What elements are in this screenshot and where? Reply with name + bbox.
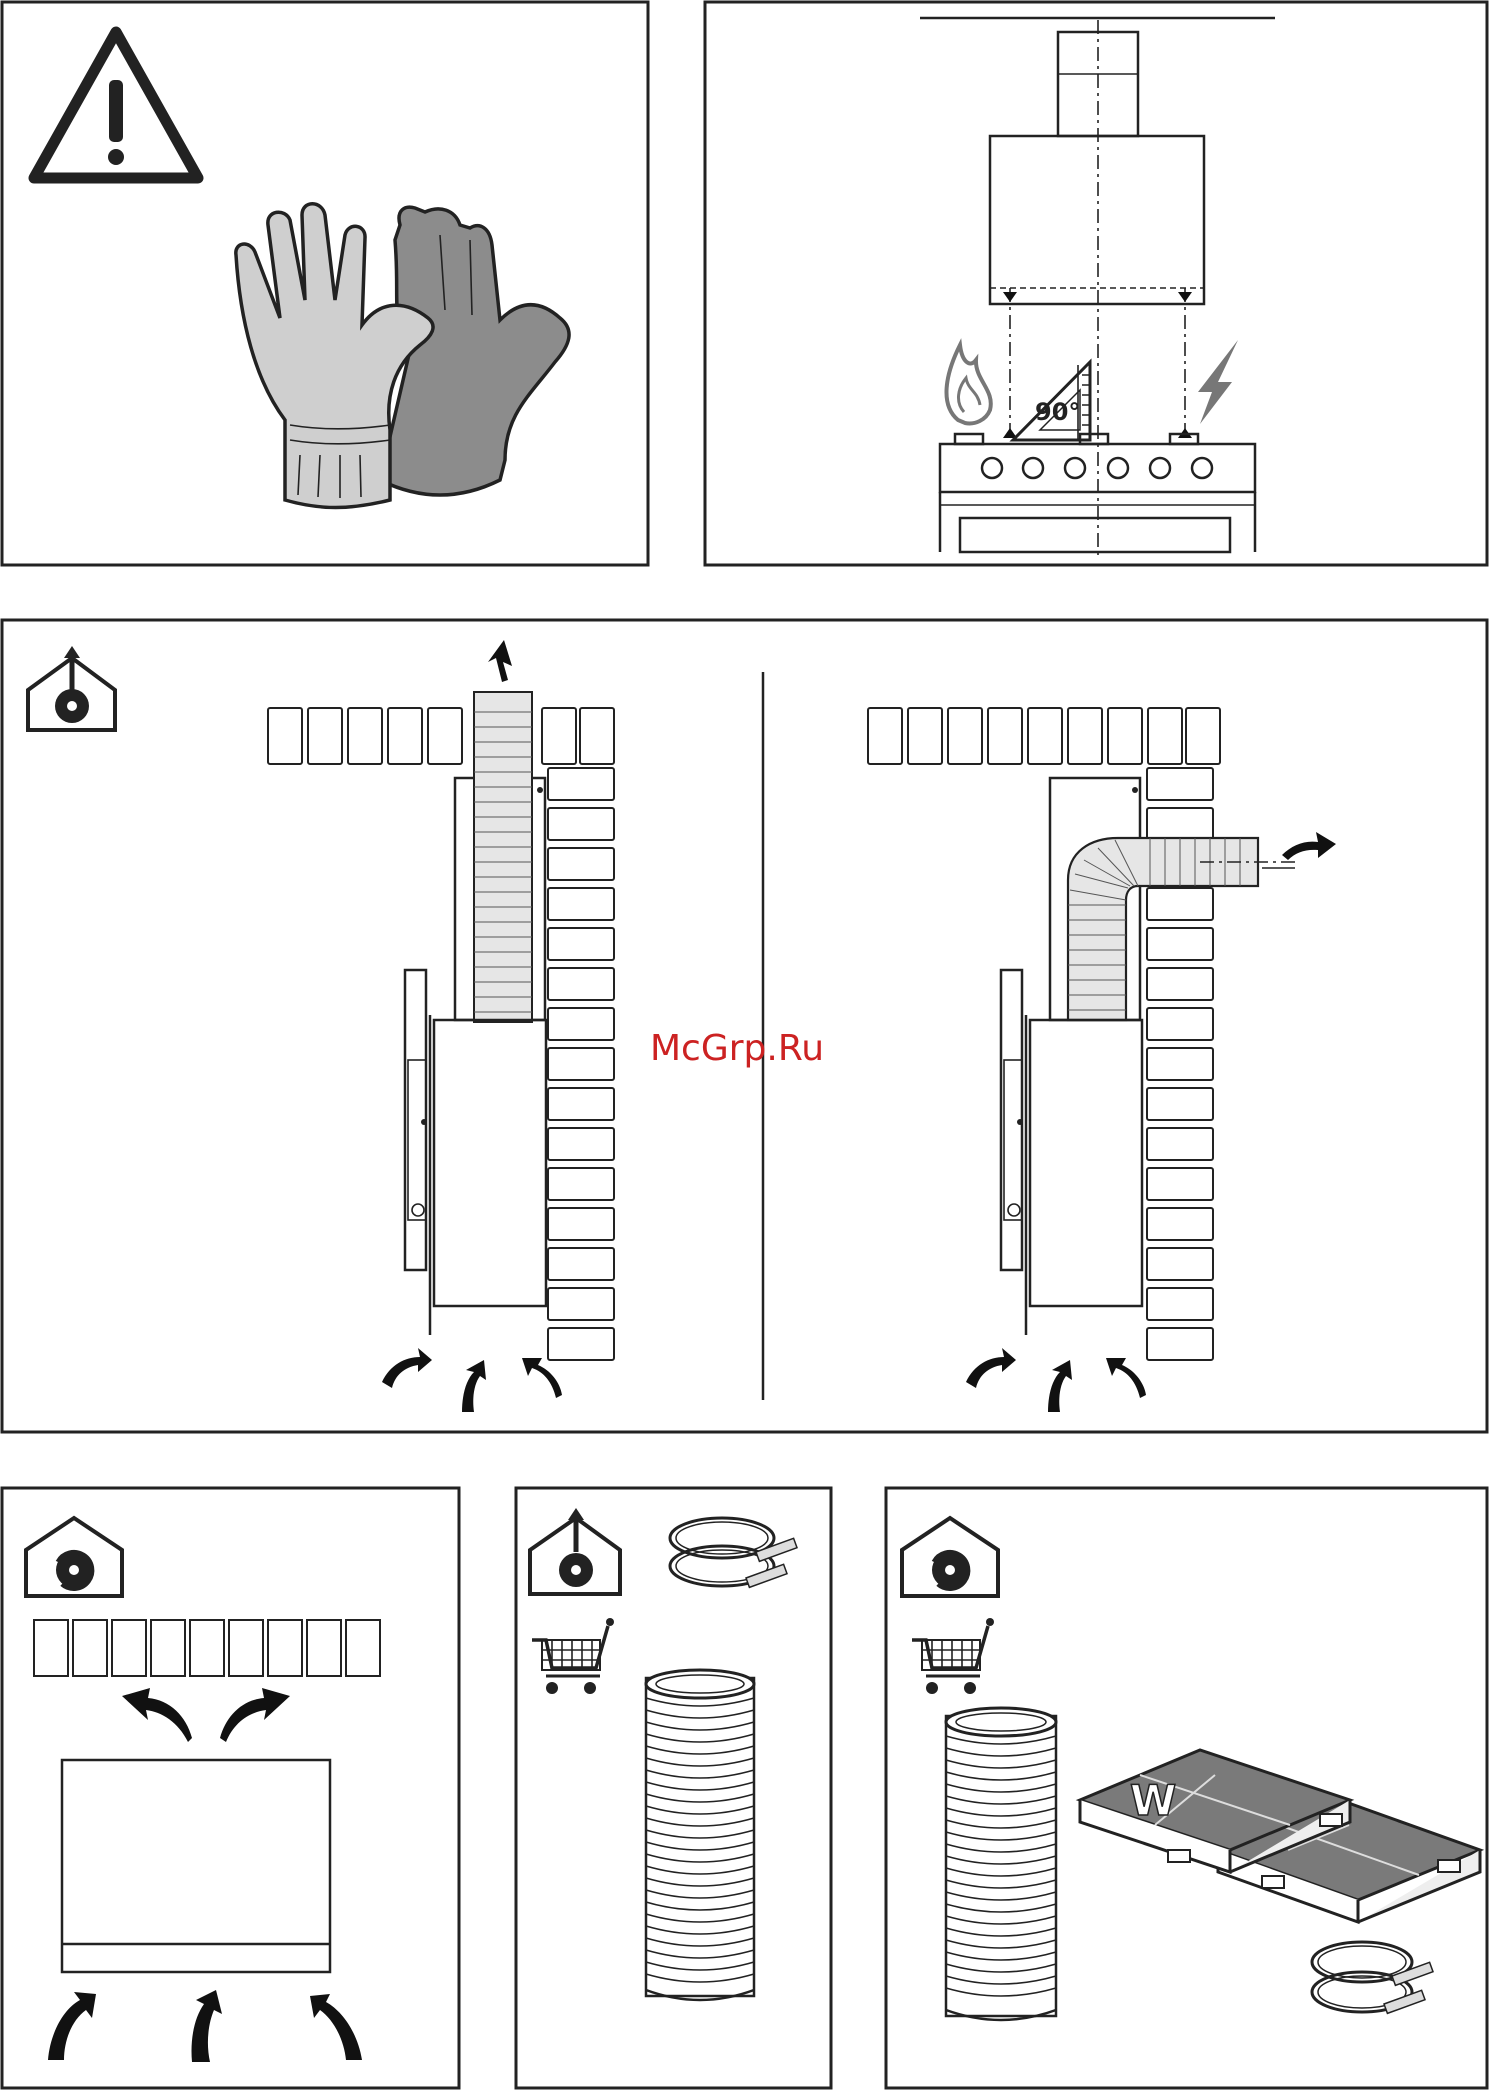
panel-ducting-accessories	[516, 1488, 831, 2088]
panel-safety-gloves	[2, 2, 648, 565]
flexible-duct-icon	[946, 1708, 1056, 2020]
panel-recirculation	[2, 1488, 459, 2088]
filter-label: W	[1130, 1776, 1176, 1825]
flexible-duct-icon	[646, 1670, 754, 2000]
panel-hood-alignment: 90°	[705, 2, 1487, 565]
angle-label: 90°	[1035, 398, 1080, 426]
panel-ducted-installation: McGrp.Ru	[2, 620, 1487, 1432]
watermark-text: McGrp.Ru	[650, 1028, 824, 1069]
panel-recirculation-accessories: W	[886, 1488, 1487, 2088]
